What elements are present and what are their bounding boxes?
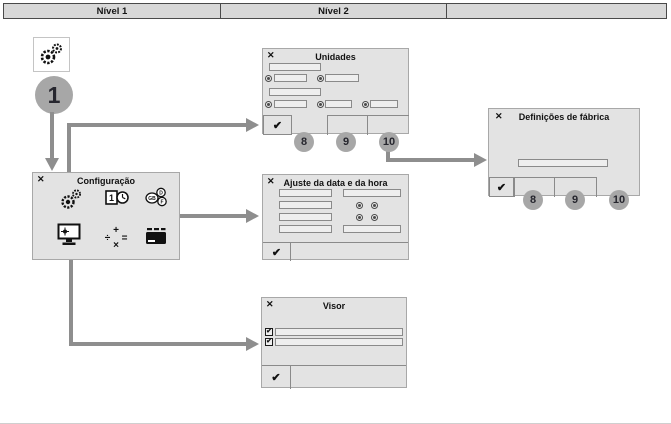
button-bar (327, 115, 409, 135)
arrow-visor-hline (69, 342, 246, 346)
arrow-datetime-head (246, 209, 259, 223)
calendar-digit: 1 (109, 193, 114, 203)
units-option-field[interactable] (325, 100, 352, 108)
lang-d-label: D (159, 191, 163, 197)
time-field[interactable] (279, 213, 332, 221)
header-level-1: Nível 1 (96, 5, 128, 17)
header-level-3 (446, 4, 666, 18)
units-option-field[interactable] (274, 100, 307, 108)
window-definicoes-fabrica: ✕ Definições de fábrica ✔ 8 9 10 (488, 108, 640, 210)
time-field[interactable] (279, 225, 332, 233)
radio-button[interactable] (371, 202, 378, 209)
arrow-step1-head (45, 158, 59, 171)
close-icon[interactable]: ✕ (266, 299, 274, 309)
window-title: Definições de fábrica (518, 112, 610, 122)
key-badge-8: 8 (294, 132, 314, 152)
window-title: Unidades (315, 52, 356, 62)
window-configuracao: ✕ Configuração 1 GB D F (32, 172, 180, 260)
lang-f-label: F (160, 200, 163, 206)
arrow-units-head (246, 118, 259, 132)
gears-icon (40, 43, 62, 65)
units-math-icon[interactable]: + ÷ × = (103, 225, 128, 250)
header-level-2: Nível 2 (220, 4, 446, 18)
radio-button[interactable] (356, 214, 363, 221)
ok-button[interactable]: ✔ (263, 115, 292, 135)
units-option-field[interactable] (325, 74, 359, 82)
button-cell[interactable] (515, 178, 555, 197)
key-badge-9: 9 (336, 132, 356, 152)
key-badge-9: 9 (565, 190, 585, 210)
button-cell[interactable] (328, 116, 368, 135)
button-bar (514, 177, 597, 197)
display-panel-icon[interactable] (144, 225, 169, 250)
arrow-step1-line (50, 112, 54, 158)
factory-reset-strip (518, 159, 608, 167)
units-label-strip (269, 88, 321, 96)
radio-button[interactable] (356, 202, 363, 209)
visor-option-strip[interactable] (275, 338, 403, 346)
window-ajuste-data-hora: ✕ Ajuste da data e da hora ✔ (262, 174, 409, 261)
date-field[interactable] (279, 189, 332, 197)
arrow-factory-hline (386, 158, 474, 162)
close-icon[interactable]: ✕ (267, 50, 275, 60)
times-glyph: × (113, 240, 119, 250)
radio-button[interactable] (317, 75, 324, 82)
ok-button[interactable]: ✔ (263, 243, 291, 261)
equals-glyph: = (122, 233, 128, 244)
close-icon[interactable]: ✕ (495, 111, 503, 121)
close-icon[interactable]: ✕ (267, 176, 275, 186)
display-day-night-icon[interactable] (57, 223, 82, 248)
date-field[interactable] (343, 189, 401, 197)
arrow-units-vline (67, 123, 71, 185)
key-badge-10: 10 (609, 190, 629, 210)
button-bar: ✔ (263, 242, 408, 261)
language-icon[interactable]: GB D F (144, 186, 169, 211)
ok-button[interactable]: ✔ (489, 177, 514, 197)
button-cell[interactable] (555, 178, 597, 197)
window-title: Ajuste da data e da hora (283, 178, 388, 188)
arrow-visor-head (246, 337, 259, 351)
units-option-field[interactable] (370, 100, 398, 108)
window-title: Visor (322, 301, 346, 311)
date-field[interactable] (279, 201, 332, 209)
radio-button[interactable] (317, 101, 324, 108)
arrow-factory-head (474, 153, 487, 167)
checkbox-checked-icon[interactable]: ✔ (265, 328, 273, 336)
radio-button[interactable] (371, 214, 378, 221)
level-header-table: Nível 1 Nível 2 (3, 3, 667, 19)
settings-menu-button[interactable] (33, 37, 70, 72)
ok-button[interactable]: ✔ (262, 366, 291, 389)
units-option-field[interactable] (274, 74, 307, 82)
time-field[interactable] (343, 225, 401, 233)
arrow-units-hline (67, 123, 246, 127)
units-label-strip (269, 63, 321, 71)
date-time-icon[interactable]: 1 (105, 187, 130, 212)
window-unidades: ✕ Unidades ✔ 8 9 10 (262, 48, 409, 152)
gears-icon[interactable] (59, 187, 84, 212)
radio-button[interactable] (362, 101, 369, 108)
divide-glyph: ÷ (105, 233, 111, 244)
plus-glyph: + (113, 225, 119, 236)
lang-gb-label: GB (148, 196, 156, 202)
arrow-visor-vline (69, 247, 73, 346)
checkbox-checked-icon[interactable]: ✔ (265, 338, 273, 346)
visor-option-strip[interactable] (275, 328, 403, 336)
step-badge-1: 1 (35, 76, 73, 114)
key-badge-10: 10 (379, 132, 399, 152)
window-visor: ✕ Visor ✔ ✔ ✔ (261, 297, 407, 389)
button-bar: ✔ (262, 365, 406, 389)
radio-button[interactable] (265, 75, 272, 82)
close-icon[interactable]: ✕ (37, 174, 45, 184)
key-badge-8: 8 (523, 190, 543, 210)
window-title: Configuração (76, 176, 135, 186)
radio-button[interactable] (265, 101, 272, 108)
arrow-factory-vline (386, 150, 390, 162)
